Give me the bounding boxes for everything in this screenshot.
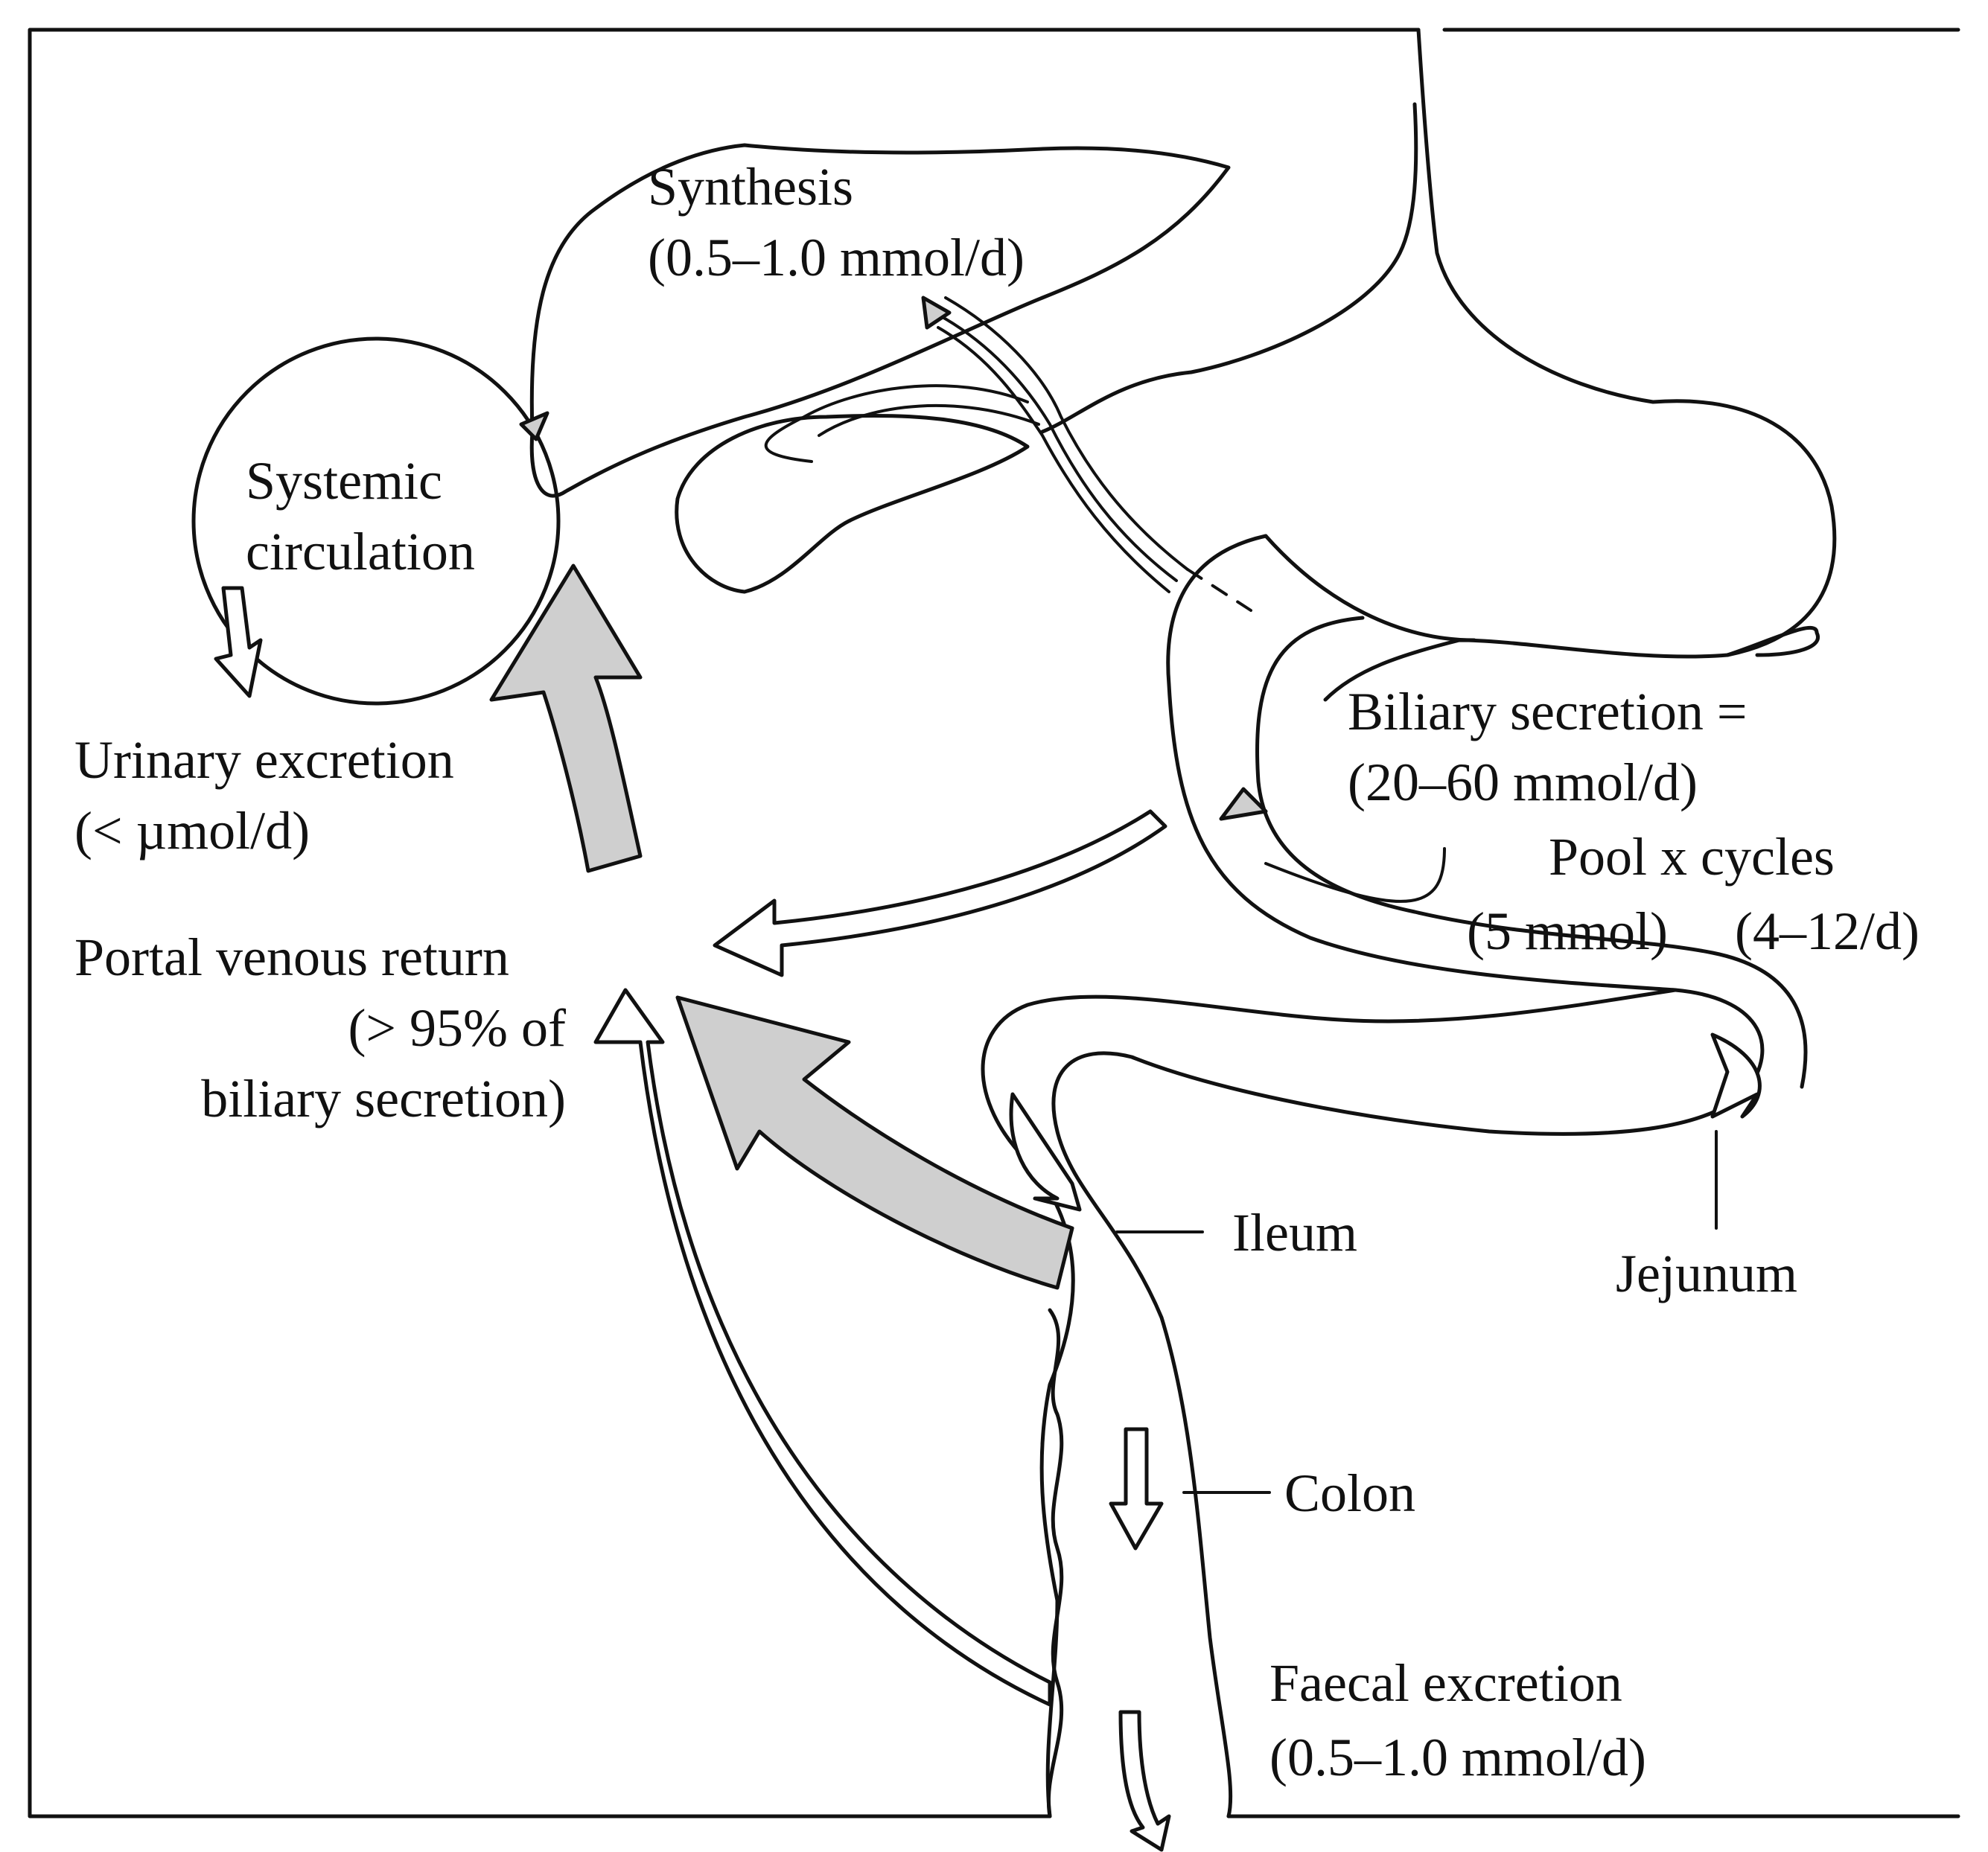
jejunum-label: Jejunum [1616,1244,1797,1303]
ileum-label: Ileum [1232,1203,1357,1262]
portal-biliary: biliary secretion) [201,1069,566,1128]
urinary-rate: (< µmol/d) [74,801,310,860]
pool-size: (5 mmol) [1467,901,1668,961]
pool-label: Pool x cycles [1549,827,1835,887]
bile-duct [934,313,1176,581]
portal-percent: (> 95% of [348,998,566,1058]
synthesis-rate: (0.5–1.0 mmol/d) [648,228,1025,287]
esophagus-stomach [1042,30,1835,700]
duodenum-to-portal-arrow [715,811,1165,975]
biliary-label: Biliary secretion = [1348,682,1747,741]
systemic-label: Systemic [246,451,442,511]
synthesis-label: Synthesis [648,157,853,217]
gallbladder [677,415,1028,592]
frame-border [30,30,1958,1816]
liver [532,145,1229,496]
ileum-flow-arrow [1011,1094,1080,1210]
pool-cycles: (4–12/d) [1735,901,1919,961]
colon-label: Colon [1284,1463,1415,1523]
cystic-tube-2 [819,406,1039,435]
biliary-rate: (20–60 mmol/d) [1348,753,1698,812]
stomach-tail [1266,536,1818,655]
bile-duct-inner [938,328,1169,592]
colon-down-arrow [1111,1429,1162,1548]
faecal-excretion-arrow [1121,1712,1169,1850]
faecal-label: Faecal excretion [1269,1653,1622,1713]
portal-label: Portal venous return [74,927,509,987]
faecal-rate: (0.5–1.0 mmol/d) [1269,1728,1646,1787]
circulation-label: circulation [246,522,475,581]
urinary-excretion-arrow [216,588,261,696]
urinary-label: Urinary excretion [74,730,454,790]
synthesis-arrowhead [923,298,949,328]
bile-duct-outer [946,298,1188,569]
portal-to-circulation-arrow [491,566,640,871]
jejunum-flow-arrow [1713,1035,1759,1117]
